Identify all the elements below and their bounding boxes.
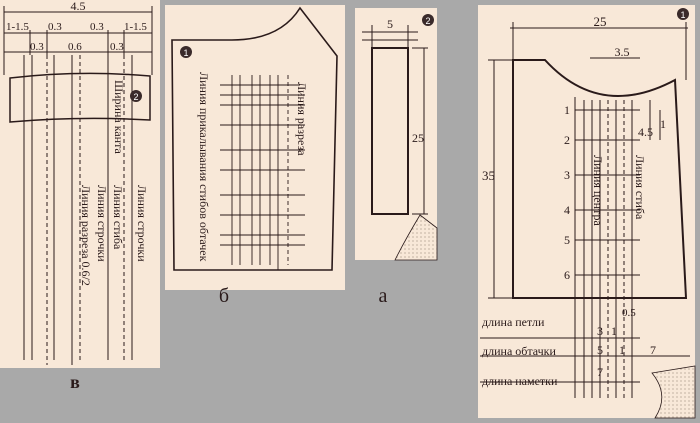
panel-1-one: 1 xyxy=(660,117,666,131)
panel-v-seg-3: 0.3 xyxy=(90,21,104,33)
panel-1-row-2: 2 xyxy=(564,133,570,147)
panel-1-height: 35 xyxy=(482,168,495,183)
panel-1-label-baste: длина наметки xyxy=(482,374,558,388)
panel-a-rect xyxy=(371,47,409,215)
panel-1-row-1: 1 xyxy=(564,103,570,117)
panel-1-facing-5: 5 xyxy=(597,343,603,357)
panel-v-inner-1: 0.3 xyxy=(30,41,44,53)
panel-1-loop-3: 3 xyxy=(597,324,603,338)
panel-b: 1 Линия прикалывания стибов обтачек Лини… xyxy=(165,5,345,307)
panel-1-side: 4.5 xyxy=(638,125,653,139)
panel-v-badge-num: 2 xyxy=(133,92,138,102)
panel-1-baste-7: 7 xyxy=(597,365,603,379)
panel-v-line-5: Линия разреза 0.6/2 xyxy=(79,185,93,286)
panel-1-neck: 3.5 xyxy=(615,45,630,59)
panel-a: 2 5 25 а xyxy=(355,8,438,307)
panel-1-label-facing: длина обтачки xyxy=(482,344,556,358)
panel-v-line-3: Линия стиба xyxy=(111,185,125,250)
panel-1-outline xyxy=(512,59,688,299)
panel-1-line-stitch: Линия стиба xyxy=(633,155,647,220)
panel-1-badge-num: 1 xyxy=(680,10,685,20)
panel-1: 1 25 3.5 4.5 1 35 1 2 3 4 5 6 Линия цент… xyxy=(478,5,696,419)
panel-v-inner-3: 0.3 xyxy=(110,41,124,53)
panel-v: 4.5 1-1.5 0.3 0.3 1-1.5 0.3 0.6 0.3 2 Ши… xyxy=(0,0,160,392)
panel-1-facing-7: 7 xyxy=(650,343,656,357)
panel-v-width: 4.5 xyxy=(71,0,86,13)
panel-a-badge-num: 2 xyxy=(425,16,430,26)
panel-a-width: 5 xyxy=(387,17,393,31)
panel-1-row-6: 6 xyxy=(564,268,570,282)
panel-1-loop-1: 1 xyxy=(611,324,617,338)
panel-1-width: 25 xyxy=(594,14,607,29)
panel-b-badge-num: 1 xyxy=(183,48,188,58)
panel-v-inner-2: 0.6 xyxy=(68,41,82,53)
panel-1-badge xyxy=(677,8,689,20)
panel-b-line-2: Линия разреза xyxy=(295,82,309,156)
panel-1-label-loop: длина петли xyxy=(482,315,545,329)
panel-v-seg-4: 1-1.5 xyxy=(124,21,147,33)
panel-1-row-5: 5 xyxy=(564,233,570,247)
panel-b-caption: б xyxy=(219,285,229,307)
panel-v-line-1: Ширина канта xyxy=(112,80,126,154)
panel-v-line-2: Линия строчки xyxy=(135,185,149,262)
panel-v-line-4: Линия строчки xyxy=(95,185,109,262)
panel-b-paper xyxy=(165,5,345,290)
panel-1-facing-1: 1 xyxy=(619,343,625,357)
panel-v-seg-1: 1-1.5 xyxy=(6,21,29,33)
panel-b-line-1: Линия прикалывания стибов обтачек xyxy=(197,72,211,262)
panel-v-caption: в xyxy=(70,372,80,392)
panel-1-fold xyxy=(651,365,696,419)
panel-a-fold xyxy=(394,214,438,261)
panel-1-line-center: Линия центра xyxy=(591,155,605,226)
panel-1-paper xyxy=(478,5,695,418)
panel-a-height: 25 xyxy=(412,131,424,145)
panel-1-row-4: 4 xyxy=(564,203,570,217)
panel-b-outline xyxy=(171,6,338,271)
panel-b-badge xyxy=(180,46,192,58)
panel-a-caption: а xyxy=(379,285,388,307)
panel-1-d05: 0.5 xyxy=(622,307,636,319)
panel-1-row-3: 3 xyxy=(564,168,570,182)
panel-a-badge xyxy=(422,14,434,26)
panel-v-seg-2: 0.3 xyxy=(48,21,62,33)
panel-v-badge xyxy=(130,90,142,102)
